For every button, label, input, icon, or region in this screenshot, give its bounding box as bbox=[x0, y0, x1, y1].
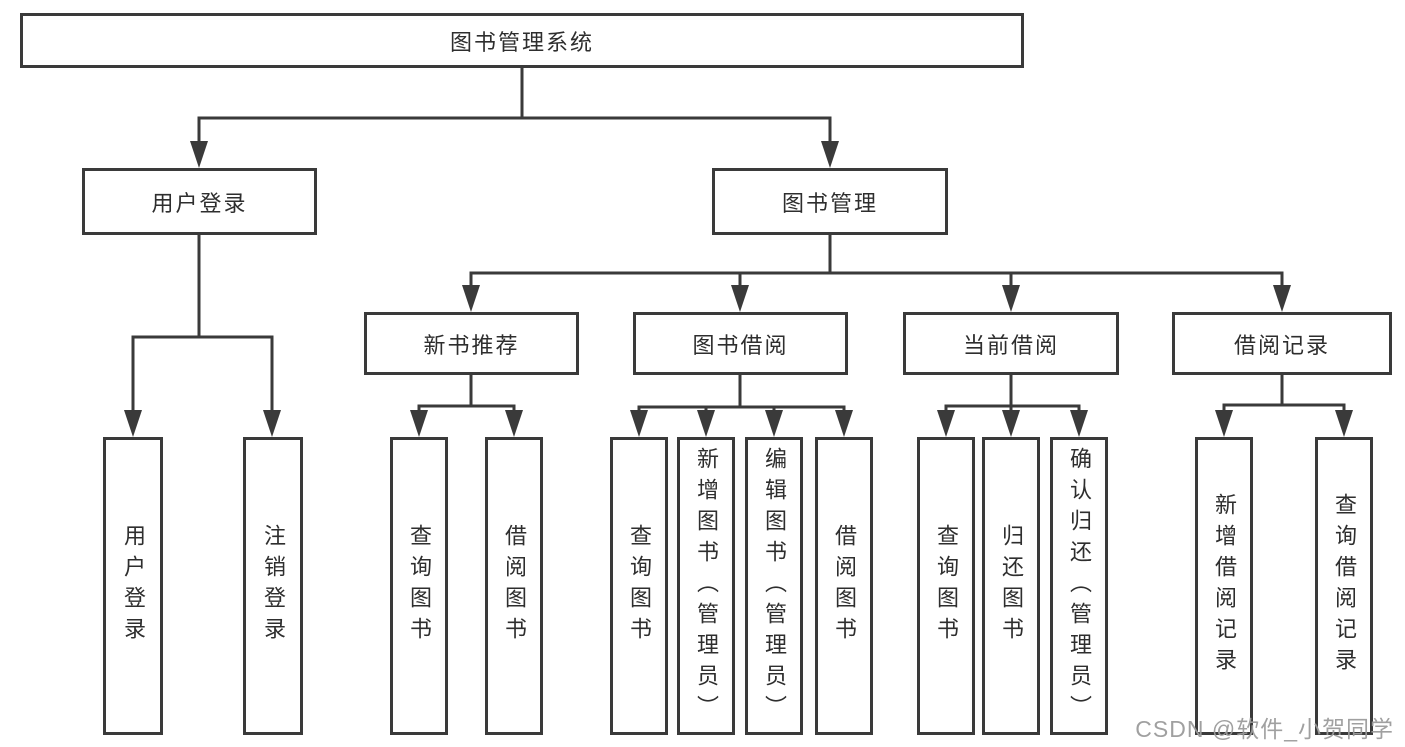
leaf-logout: 注销登录 bbox=[243, 437, 303, 735]
leaf-current-confirm-return-admin: 确认归还（管理员） bbox=[1050, 437, 1108, 735]
leaf-records-add-record: 新增借阅记录 bbox=[1195, 437, 1253, 735]
connector-paths bbox=[131, 66, 1346, 412]
leaf-borrow-edit-books-admin: 编辑图书（管理员） bbox=[745, 437, 803, 735]
node-current-borrow: 当前借阅 bbox=[903, 312, 1119, 375]
leaf-borrow-borrow-books: 借阅图书 bbox=[815, 437, 873, 735]
leaf-current-query-books: 查询图书 bbox=[917, 437, 975, 735]
node-user-login: 用户登录 bbox=[82, 168, 317, 235]
leaf-user-login: 用户登录 bbox=[103, 437, 163, 735]
leaf-recommend-borrow-books: 借阅图书 bbox=[485, 437, 543, 735]
leaf-current-return-books: 归还图书 bbox=[982, 437, 1040, 735]
leaf-records-query-record: 查询借阅记录 bbox=[1315, 437, 1373, 735]
node-new-book-recommend: 新书推荐 bbox=[364, 312, 579, 375]
leaf-recommend-query-books: 查询图书 bbox=[390, 437, 448, 735]
leaf-borrow-add-books-admin: 新增图书（管理员） bbox=[677, 437, 735, 735]
arrowheads bbox=[124, 141, 1353, 437]
node-book-borrow: 图书借阅 bbox=[633, 312, 848, 375]
node-root: 图书管理系统 bbox=[20, 13, 1024, 68]
node-borrow-records: 借阅记录 bbox=[1172, 312, 1392, 375]
node-book-management: 图书管理 bbox=[712, 168, 948, 235]
leaf-borrow-query-books: 查询图书 bbox=[610, 437, 668, 735]
watermark: CSDN @软件_小贺同学 bbox=[1135, 716, 1394, 742]
